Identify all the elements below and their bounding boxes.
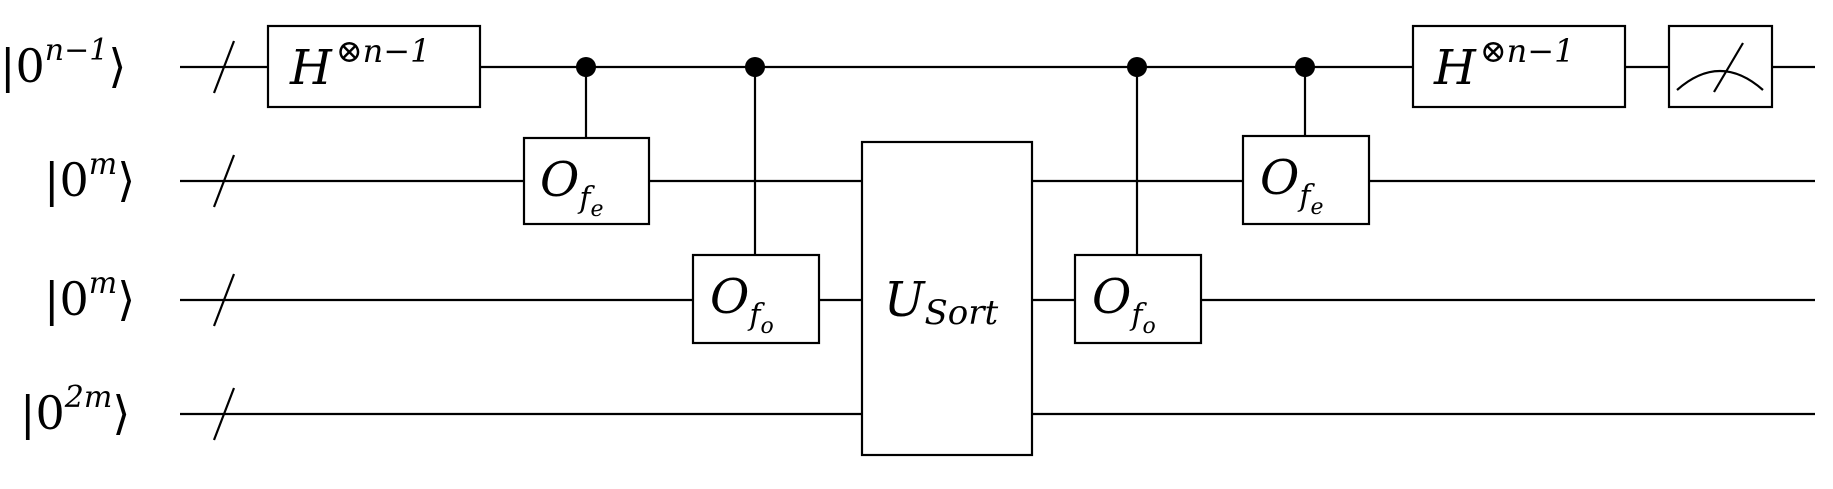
usort-gate: USort: [860, 140, 1034, 457]
oracle-fo-gate-1: Ofo: [691, 253, 821, 345]
bundle-slash-q1: [212, 154, 236, 208]
svg-text:Ofo: Ofo: [1092, 269, 1156, 339]
ket-label-q1: |0m⟩: [44, 147, 135, 207]
svg-text:|0n−1⟩: |0n−1⟩: [0, 33, 126, 93]
svg-text:H⊗n−1: H⊗n−1: [289, 32, 430, 96]
oracle-fo-gate-2: Ofo: [1073, 253, 1203, 345]
svg-text:|02m⟩: |02m⟩: [20, 380, 130, 440]
bundle-slash-q0: [212, 40, 236, 94]
bundle-slash-q2: [212, 273, 236, 327]
hadamard-gate-input: H⊗n−1: [266, 24, 482, 109]
control-dot-fe-2: [1295, 57, 1315, 77]
ket-label-q2: |0m⟩: [44, 266, 135, 326]
svg-text:|0m⟩: |0m⟩: [44, 266, 135, 326]
control-dot-fo-2: [1127, 57, 1147, 77]
measurement-meter-icon: [1667, 24, 1774, 109]
control-dot-fo-1: [745, 57, 765, 77]
oracle-fe-gate-1: Ofe: [522, 136, 651, 226]
svg-text:Ofe: Ofe: [1260, 150, 1324, 220]
ket-label-q3: |02m⟩: [20, 380, 130, 440]
svg-text:|0m⟩: |0m⟩: [44, 147, 135, 207]
hadamard-gate-output: H⊗n−1: [1411, 24, 1627, 109]
ket-label-q0: |0n−1⟩: [0, 33, 126, 93]
control-dot-fe-1: [576, 57, 596, 77]
oracle-fe-gate-2: Ofe: [1241, 134, 1371, 226]
svg-text:H⊗n−1: H⊗n−1: [1433, 32, 1574, 96]
svg-text:USort: USort: [884, 272, 998, 333]
bundle-slash-q3: [212, 387, 236, 441]
